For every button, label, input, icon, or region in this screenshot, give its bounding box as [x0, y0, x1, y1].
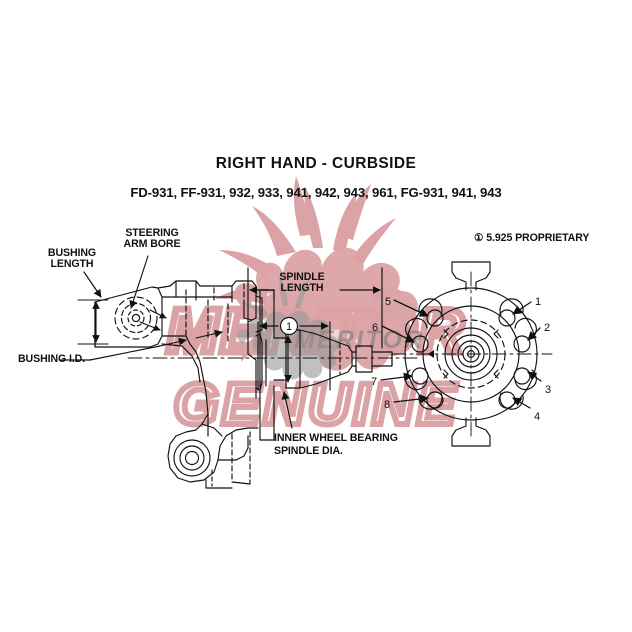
label-inner-wheel-bearing-spindle-dia: INNER WHEEL BEARING SPINDLE DIA. — [274, 432, 398, 457]
dim-spindle-length — [247, 267, 383, 349]
hub-callout-5: 5 — [385, 296, 392, 308]
label-steering-arm-bore: STEERING ARM BORE — [123, 227, 181, 251]
page-title: RIGHT HAND - CURBSIDE — [215, 155, 417, 172]
label-bushing-id: BUSHING I.D. — [18, 353, 86, 365]
dim-inner-wheel-bearing — [281, 335, 293, 429]
hub-callout-1: 1 — [535, 296, 542, 308]
hub-callout-3: 3 — [545, 384, 552, 396]
leader-steering-arm-bore — [129, 255, 149, 309]
label-spindle-length: SPINDLE LENGTH — [279, 271, 325, 295]
hub-callout-4: 4 — [534, 411, 541, 423]
hub-callout-6: 6 — [372, 322, 379, 334]
model-list: FD-931, FF-931, 932, 933, 941, 942, 943,… — [130, 185, 502, 200]
hub-callout-leaders — [380, 299, 542, 409]
svg-text:R: R — [448, 324, 451, 329]
svg-text:MERITOR: MERITOR — [294, 326, 424, 354]
hub-callout-2: 2 — [544, 322, 551, 334]
circled-one-label: 1 — [286, 321, 292, 333]
hub-callout-7: 7 — [371, 376, 378, 388]
label-bushing-length: BUSHING LENGTH — [47, 247, 97, 271]
leader-bushing-id — [59, 329, 223, 361]
bushing-bore-detail — [114, 296, 158, 340]
proprietary-note: ① 5.925 PROPRIETARY — [474, 232, 590, 244]
dim-bushing-length — [77, 299, 109, 345]
leader-bushing-length — [83, 271, 102, 298]
dim-bushing-id-arrows — [139, 309, 167, 331]
hub-callout-8: 8 — [384, 399, 391, 411]
dim-circled-one — [257, 316, 331, 391]
bolt-hole-circles — [411, 309, 531, 409]
centerlines — [127, 271, 553, 441]
